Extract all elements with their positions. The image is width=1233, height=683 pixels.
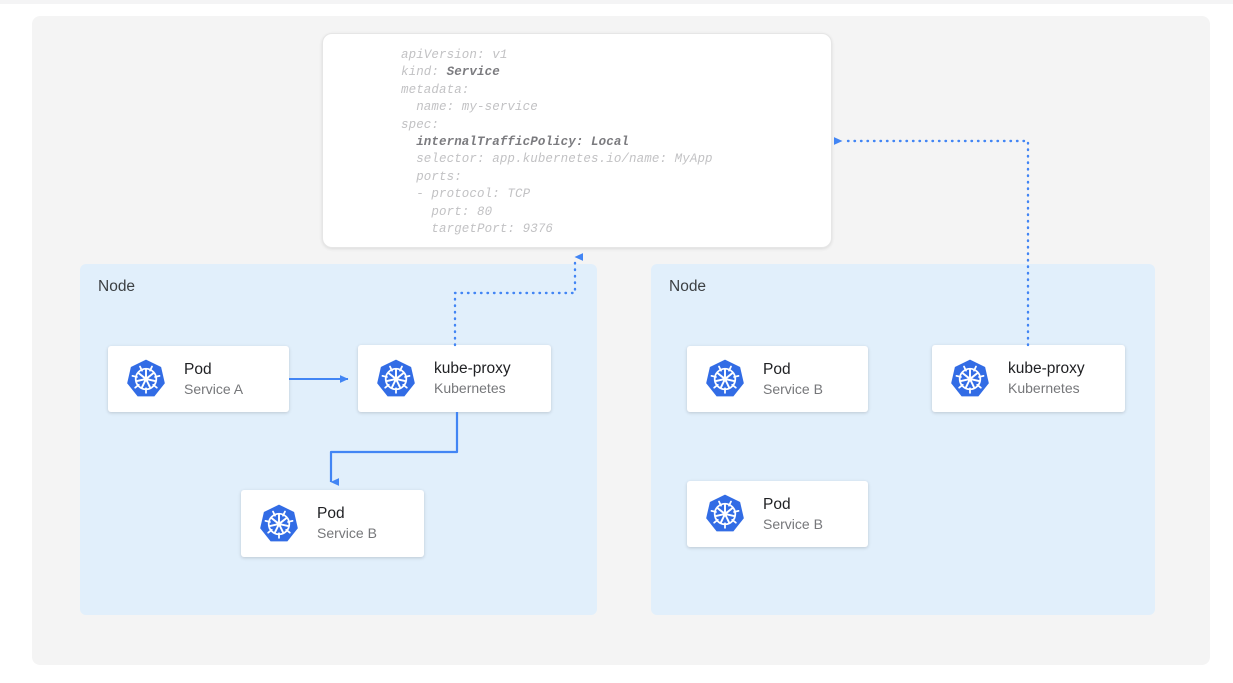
yaml-line: name: my-service [401,100,538,115]
kubernetes-logo-icon [125,358,167,400]
entity-title: Pod [317,505,345,522]
entity-subtitle: Service A [184,380,244,397]
entity-title: kube-proxy [434,360,511,377]
node-panel-left: Node [80,264,597,615]
yaml-line: selector: app.kubernetes.io/name: MyApp [401,152,713,167]
kubernetes-logo-icon [704,358,746,400]
entity-subtitle: Service B [763,380,823,397]
yaml-line: ports: [401,169,462,184]
top-strip [0,0,1233,4]
yaml-line: apiVersion: v1 [401,48,508,62]
kubernetes-logo-icon [704,493,746,535]
entity-card-pod-service-a[interactable]: Pod Service A [108,346,289,412]
entity-subtitle: Kubernetes [434,380,506,396]
yaml-line: metadata: [401,82,470,97]
entity-title: Pod [184,360,212,378]
service-manifest-card: apiVersion: v1 kind: Service metadata: nam… [322,33,832,248]
kubernetes-logo-icon [949,358,991,400]
yaml-line: internalTrafficPolicy: Local [416,134,630,149]
node-panel-right: Node [651,264,1155,615]
node-label-right: Node [669,278,707,295]
entity-card-kube-proxy-left[interactable]: kube-proxy Kubernetes [358,345,551,412]
kubernetes-logo-icon [375,358,417,400]
yaml-line: - protocol: TCP [401,187,531,202]
entity-title: Pod [763,495,791,513]
yaml-line: spec: [401,117,440,132]
entity-labels: kube-proxy Kubernetes [1008,359,1085,398]
entity-title: kube-proxy [1008,360,1085,377]
entity-card-pod-service-b-right-top[interactable]: Pod Service B [687,346,868,412]
entity-subtitle: Service B [763,515,823,532]
entity-labels: Pod Service B [317,504,377,543]
entity-card-pod-service-b-right-bottom[interactable]: Pod Service B [687,481,868,547]
yaml-line: targetPort: 9376 [401,221,554,236]
kubernetes-logo-icon [258,503,300,545]
node-label-left: Node [98,278,136,295]
entity-subtitle: Service B [317,525,377,541]
yaml-line: kind: Service [401,65,500,80]
service-manifest-yaml: apiVersion: v1 kind: Service metadata: nam… [401,47,713,238]
entity-card-kube-proxy-right[interactable]: kube-proxy Kubernetes [932,345,1125,412]
entity-subtitle: Kubernetes [1008,380,1080,396]
entity-labels: Pod Service B [763,360,823,399]
entity-card-pod-service-b-left[interactable]: Pod Service B [241,490,424,557]
entity-labels: Pod Service B [763,495,823,534]
entity-title: Pod [763,360,791,378]
entity-labels: kube-proxy Kubernetes [434,359,511,398]
yaml-line: port: 80 [401,204,493,219]
entity-labels: Pod Service A [184,360,243,399]
